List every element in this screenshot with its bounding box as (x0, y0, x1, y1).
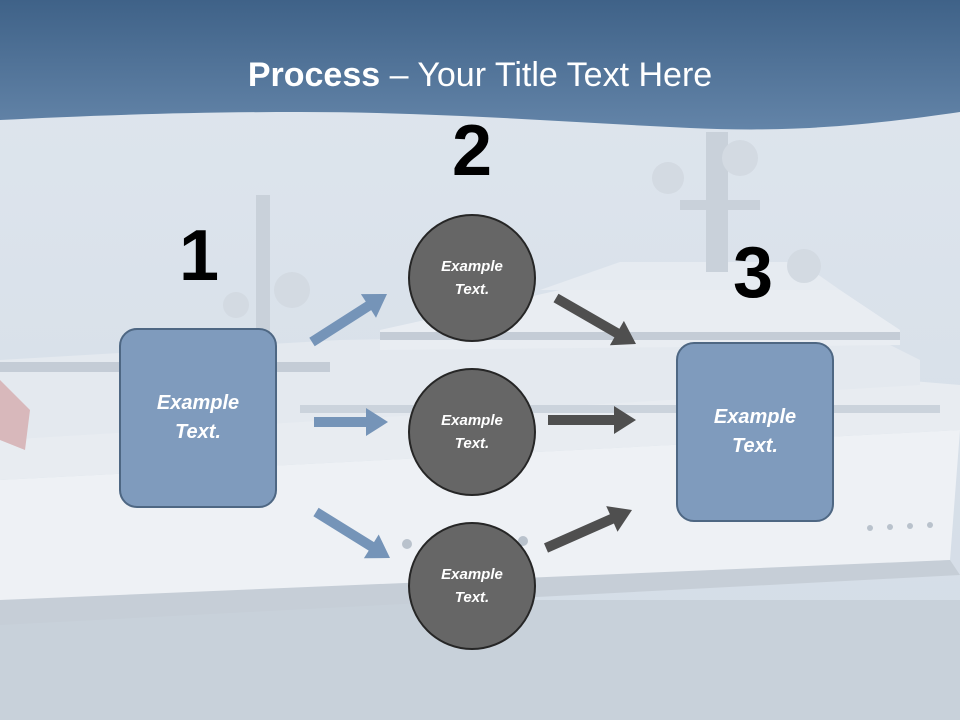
arrow-from-middle-circle (548, 406, 636, 434)
step-number-3: 3 (732, 233, 774, 313)
middle-circle: Example Text. (408, 368, 536, 496)
arrow-to-middle-circle (314, 408, 388, 436)
title-rest: – Your Title Text Here (380, 56, 713, 94)
title-bold: Process (247, 56, 381, 94)
left-step-box: Example Text. (119, 328, 277, 508)
middle-circle-text: Example Text. (441, 412, 503, 452)
header-band (0, 0, 960, 130)
step-number-1: 1 (178, 216, 220, 296)
left-step-text: Example Text. (156, 392, 240, 443)
arrow-from-bottom-circle (544, 506, 632, 553)
step-number-2: 2 (451, 111, 493, 191)
arrow-to-top-circle (309, 294, 387, 347)
bottom-circle: Example Text. (408, 522, 536, 650)
top-circle-text: Example Text. (441, 258, 503, 298)
slide-title: Process – Your Title Text Here (0, 50, 960, 100)
arrow-to-bottom-circle (313, 507, 390, 559)
top-circle: Example Text. (408, 214, 536, 342)
bottom-circle-text: Example Text. (441, 566, 503, 606)
right-step-text: Example Text. (713, 406, 797, 457)
process-arrows (309, 293, 636, 559)
right-step-box: Example Text. (676, 342, 834, 522)
arrow-from-top-circle (553, 293, 636, 346)
